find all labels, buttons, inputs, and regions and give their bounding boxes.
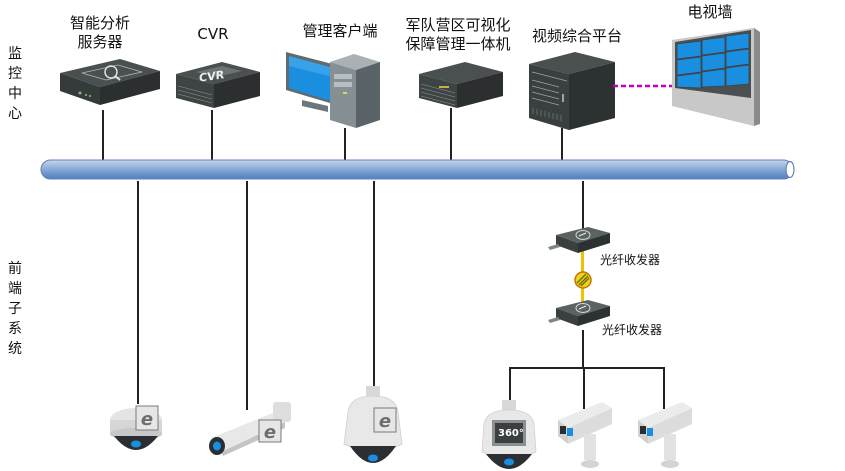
barracks-platform-label-line1: 军队营区可视化	[405, 16, 511, 34]
management-client-label: 管理客户端	[302, 22, 378, 40]
fiber-transceiver-bottom-icon	[548, 300, 610, 326]
link-management-client	[344, 128, 346, 162]
svg-text:e: e	[379, 411, 391, 432]
link-smart-server	[102, 110, 104, 162]
tv-wall-link	[613, 84, 675, 88]
link-checkpoint-cam-2	[663, 367, 665, 409]
fiber-transceiver-top-icon	[548, 227, 610, 253]
management-client-icon	[286, 52, 380, 128]
checkpoint-camera-1-icon	[558, 402, 612, 468]
barracks-platform-label-line2: 保障管理一体机	[405, 35, 511, 53]
checkpoint-camera-2-icon	[638, 402, 692, 468]
video-platform-icon	[529, 52, 615, 130]
smart-analysis-server-label-line1: 智能分析	[69, 14, 130, 32]
smart-analysis-server-label: 智能分析 服务器	[60, 14, 140, 52]
network-bus	[40, 159, 795, 180]
link-ptz360	[509, 367, 511, 407]
link-checkpoint-cam-1	[583, 367, 585, 409]
tv-wall-label: 电视墙	[687, 3, 733, 21]
link-bullet-camera	[246, 181, 248, 410]
barracks-platform-label: 军队营区可视化 保障管理一体机	[398, 16, 518, 54]
frontend-subsystem-label: 前端子系统	[8, 261, 22, 357]
barracks-platform-icon	[419, 62, 503, 108]
cvr-label: CVR	[197, 25, 229, 43]
ptz-360-badge: 360°	[498, 428, 524, 439]
monitoring-center-label: 监控中心	[8, 46, 22, 122]
link-barracks-platform	[450, 108, 452, 162]
fiber-transceiver-bottom-label: 光纤收发器	[602, 323, 663, 337]
svg-text:e: e	[141, 409, 153, 430]
link-fiber-bottom	[582, 330, 584, 368]
link-ptz-camera	[373, 181, 375, 387]
dome-camera-icon: e	[110, 405, 162, 450]
fiber-transceiver-top-label: 光纤收发器	[600, 253, 661, 267]
link-video-platform	[561, 128, 563, 162]
smart-analysis-server-icon	[60, 59, 160, 105]
tv-wall-icon	[672, 28, 760, 126]
svg-text:e: e	[264, 422, 276, 443]
ptz-camera-icon: e	[343, 386, 403, 463]
link-dome-camera	[137, 181, 139, 404]
bullet-camera-icon: e	[209, 402, 291, 456]
fiber-connector-icon	[574, 271, 592, 289]
ptz-360-camera-icon	[481, 400, 537, 469]
cvr-icon	[176, 62, 260, 108]
link-cvr	[211, 110, 213, 162]
link-frontend-branch	[509, 367, 664, 369]
smart-analysis-server-label-line2: 服务器	[77, 33, 123, 51]
video-platform-label: 视频综合平台	[531, 27, 622, 45]
link-fiber-top	[582, 181, 584, 229]
